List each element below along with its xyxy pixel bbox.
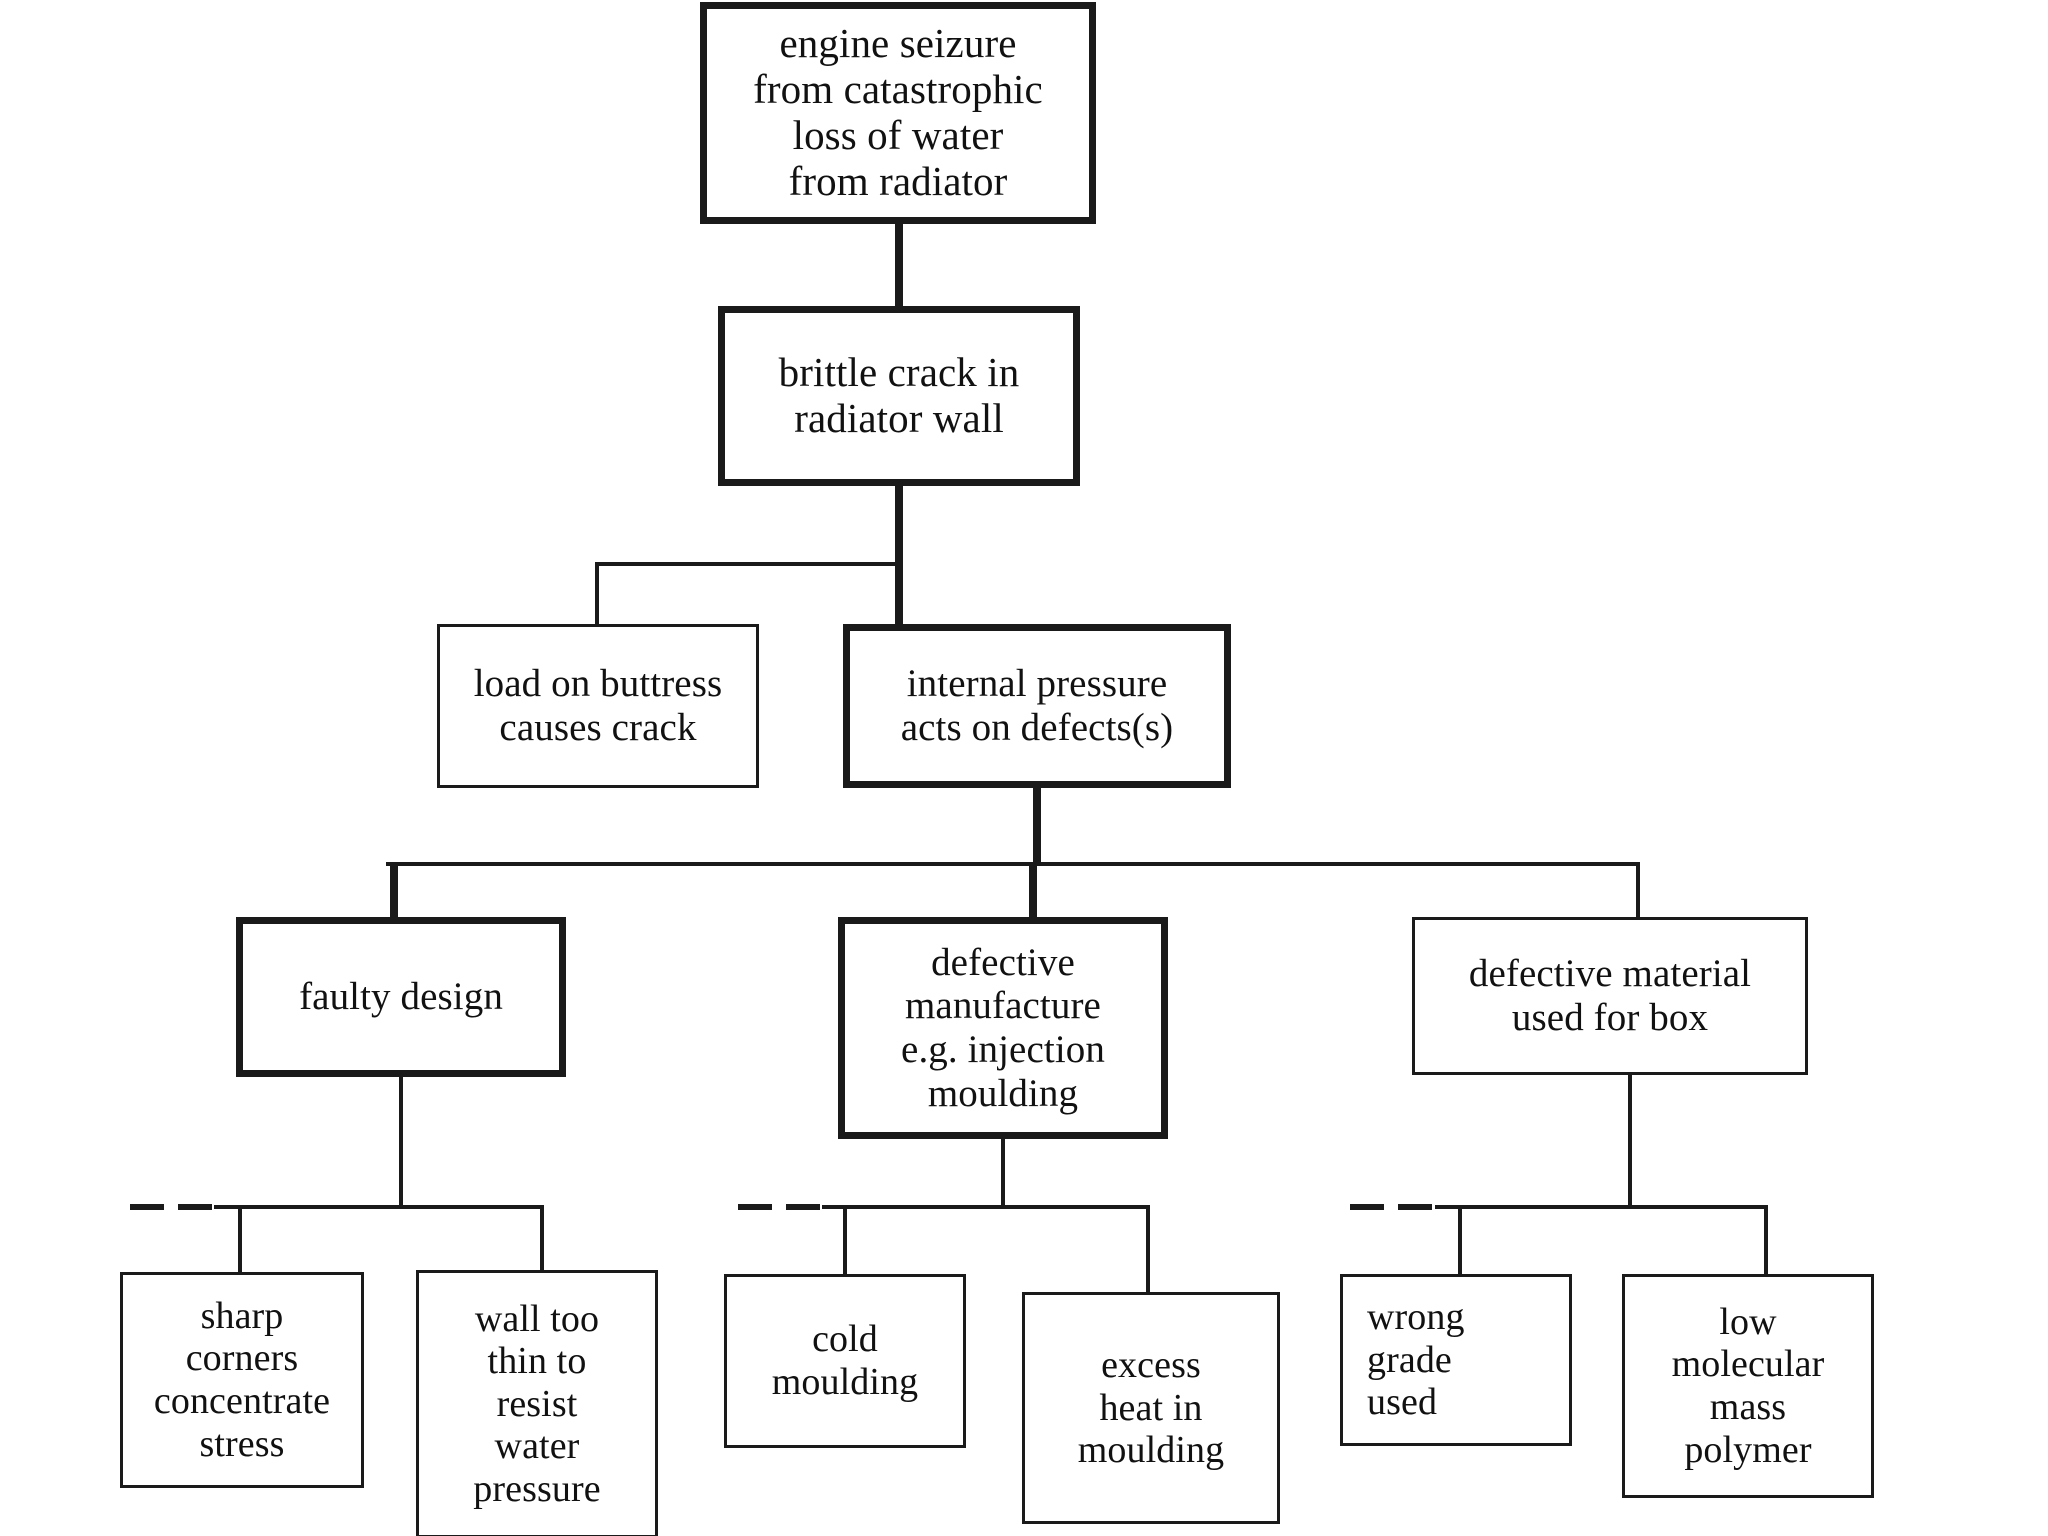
connector-to-sharp-corners [238,1205,242,1273]
node-defective-manufacture[interactable]: defective manufacture e.g. injection mou… [838,917,1168,1139]
connector-to-cold-moulding [843,1205,847,1277]
connector-defective-material-stem [1628,1075,1632,1209]
node-wall-too-thin[interactable]: wall too thin to resist water pressure [416,1270,658,1536]
node-defective-manufacture-label: defective manufacture e.g. injection mou… [901,940,1105,1115]
node-excess-heat-label: excess heat in moulding [1077,1344,1225,1472]
dashed-extension-mid-2 [786,1204,820,1210]
connector-mid-leaf-bus [822,1205,1150,1209]
node-brittle-crack[interactable]: brittle crack in radiator wall [718,306,1080,486]
node-excess-heat[interactable]: excess heat in moulding [1022,1292,1280,1524]
node-top-event[interactable]: engine seizure from catastrophic loss of… [700,2,1096,224]
connector-to-excess-heat [1146,1205,1150,1295]
connector-faulty-design-stem [399,1077,403,1209]
dashed-extension-left-1 [130,1204,164,1210]
connector-defective-manufacture-stem [1001,1139,1005,1209]
node-wall-too-thin-label: wall too thin to resist water pressure [473,1297,601,1510]
dashed-extension-mid-1 [738,1204,772,1210]
node-defective-material-label: defective material used for box [1468,952,1752,1039]
node-load-on-buttress-label: load on buttress causes crack [473,662,723,749]
node-cold-moulding[interactable]: cold moulding [724,1274,966,1448]
connector-left-leaf-bus [214,1205,544,1209]
node-low-molecular-mass-label: low molecular mass polymer [1671,1300,1825,1471]
node-internal-pressure[interactable]: internal pressure acts on defects(s) [843,624,1231,788]
connector-internal-pressure-stem [1033,786,1041,866]
node-faulty-design-label: faulty design [299,975,503,1019]
connector-level3-bus [386,862,1640,866]
connector-brittle-stem [895,484,903,566]
node-internal-pressure-label: internal pressure acts on defects(s) [900,662,1174,749]
connector-to-defective-manufacture [1029,862,1037,919]
node-top-event-label: engine seizure from catastrophic loss of… [753,20,1043,204]
node-load-on-buttress[interactable]: load on buttress causes crack [437,624,759,788]
node-defective-material[interactable]: defective material used for box [1412,917,1808,1075]
connector-to-wall-too-thin [540,1205,544,1271]
node-faulty-design[interactable]: faulty design [236,917,566,1077]
connector-to-low-molecular-mass [1764,1205,1768,1277]
node-sharp-corners-label: sharp corners concentrate stress [153,1294,331,1465]
connector-to-load-on-buttress [595,562,599,626]
connector-to-wrong-grade [1458,1205,1462,1277]
node-wrong-grade[interactable]: wrong grade used [1340,1274,1572,1446]
node-cold-moulding-label: cold moulding [771,1318,919,1403]
connector-level2-bus [595,562,899,566]
node-sharp-corners[interactable]: sharp corners concentrate stress [120,1272,364,1488]
connector-top-to-brittle [895,222,903,310]
node-brittle-crack-label: brittle crack in radiator wall [778,349,1020,441]
connector-to-internal-pressure [895,562,903,626]
connector-right-leaf-bus [1435,1205,1768,1209]
dashed-extension-right-1 [1350,1204,1384,1210]
connector-to-defective-material [1636,862,1640,919]
node-low-molecular-mass[interactable]: low molecular mass polymer [1622,1274,1874,1498]
dashed-extension-left-2 [178,1204,212,1210]
connector-to-faulty-design [390,862,398,919]
node-wrong-grade-label: wrong grade used [1367,1296,1465,1424]
dashed-extension-right-2 [1398,1204,1432,1210]
